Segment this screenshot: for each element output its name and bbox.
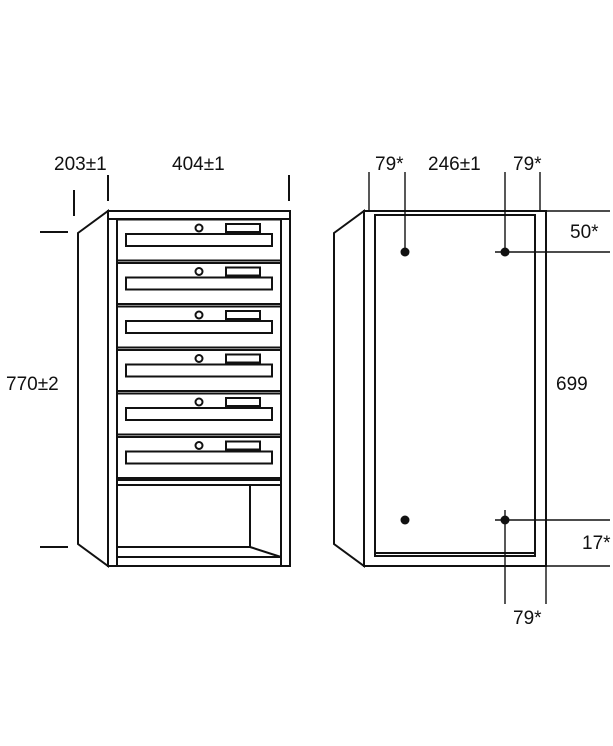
drawer-front [116, 305, 282, 349]
drawer-front [116, 392, 282, 436]
drawer-card-holder [225, 397, 261, 407]
mounting-hole-bottom-right [500, 515, 510, 525]
mounting-hole-top-left [400, 247, 410, 257]
back-bottom-side-dimension: 79* [513, 608, 542, 629]
drawer-front [116, 218, 282, 262]
drawer-lock-icon [194, 397, 204, 407]
drawer-stack [116, 218, 282, 479]
drawer-front [116, 262, 282, 305]
drawer-card-holder [225, 353, 261, 364]
drawer-label-strip [125, 407, 273, 421]
back-top-offset-dimension: 50* [570, 222, 599, 243]
front-depth-dimension: 203±1 [54, 154, 107, 175]
mounting-hole-bottom-left [400, 515, 410, 525]
back-vertical-spacing-dimension: 699 [556, 374, 588, 395]
compartment-floor-diagonal [249, 546, 282, 558]
back-panel [374, 214, 536, 557]
drawer-lock-icon [194, 441, 204, 450]
drawer-lock-icon [194, 223, 204, 233]
drawer-label-strip [125, 450, 273, 465]
cabinet-front-frame [107, 210, 291, 567]
compartment-top-rail [116, 479, 282, 486]
drawer-label-strip [125, 320, 273, 334]
back-side-panel [333, 209, 365, 568]
back-hole-spacing-dimension: 246±1 [428, 154, 481, 175]
back-bottom-offset-dimension: 17* [582, 533, 611, 554]
drawer-label-strip [125, 276, 273, 291]
back-view: 79* 246±1 79* 50* 699 17* 79* [333, 154, 611, 629]
back-left-offset-dimension: 79* [375, 154, 404, 175]
drawer-card-holder [225, 310, 261, 320]
drawer-card-holder [225, 440, 261, 451]
back-outer-frame [363, 210, 547, 567]
mounting-hole-top-right [500, 247, 510, 257]
drawer-label-strip [125, 363, 273, 378]
drawer-lock-icon [194, 354, 204, 363]
drawer-front [116, 436, 282, 479]
drawer-card-holder [225, 223, 261, 233]
drawer-lock-icon [194, 267, 204, 276]
front-width-dimension: 404±1 [172, 154, 225, 175]
drawer-front [116, 349, 282, 392]
drawer-lock-icon [194, 310, 204, 320]
front-view: 203±1 404±1 770±2 [6, 154, 291, 568]
cabinet-side-panel [77, 209, 109, 568]
drawer-card-holder [225, 266, 261, 277]
front-height-dimension: 770±2 [6, 374, 59, 395]
drawer-label-strip [125, 233, 273, 247]
back-right-offset-dimension: 79* [513, 154, 542, 175]
